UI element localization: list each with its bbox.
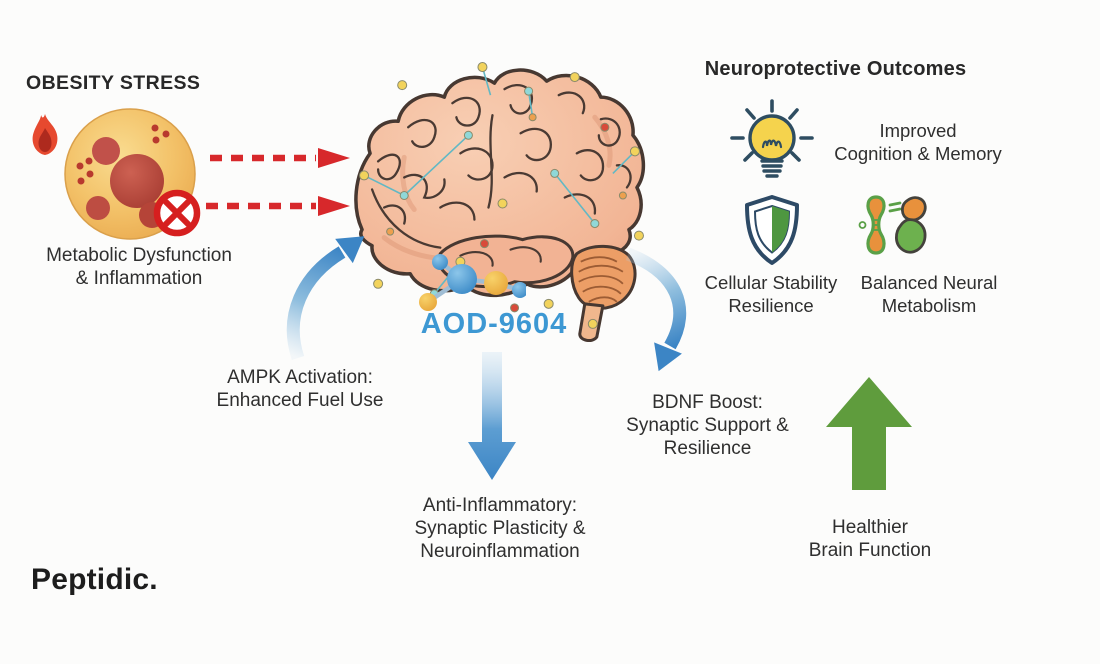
mitochondria-icon [858, 195, 927, 255]
green-up-arrow-icon [826, 377, 912, 490]
lightbulb-icon [730, 99, 814, 178]
no-entry-icon [153, 189, 201, 237]
brain-illustration [354, 62, 646, 342]
ampk-curved-arrow-icon [286, 236, 365, 361]
improved-cognition-caption: Improved Cognition & Memory [834, 120, 1002, 164]
dashed-arrows-icon [206, 148, 350, 216]
healthier-caption: Healthier Brain Function [808, 517, 932, 562]
shield-icon [745, 195, 799, 265]
bdnf-caption: BDNF Boost: Synaptic Support & Resilienc… [626, 392, 789, 460]
bdnf-curved-arrow-icon [625, 247, 687, 372]
cellular-stability-caption: Cellular Stability Resilience [704, 272, 838, 316]
flame-icon [32, 114, 58, 155]
dashed-arrow-bottom-icon [206, 196, 350, 216]
obesity-caption: Metabolic Dysfunction & Inflammation [46, 245, 232, 290]
brand-logo: Peptidic. [31, 563, 158, 596]
compound-label: AOD-9604 [420, 308, 568, 340]
outcomes-title: Neuroprotective Outcomes [704, 58, 967, 80]
anti-inflammatory-caption: Anti-Inflammatory: Synaptic Plasticity &… [414, 495, 586, 563]
peptide-molecule-icon [419, 254, 526, 311]
down-arrow-icon [468, 352, 516, 480]
balanced-metabolism-caption: Balanced Neural Metabolism [860, 272, 998, 316]
ampk-caption: AMPK Activation: Enhanced Fuel Use [216, 367, 384, 412]
neural-nodes [359, 62, 644, 329]
dashed-arrow-top-icon [210, 148, 350, 168]
obesity-title: OBESITY STRESS [26, 72, 201, 94]
